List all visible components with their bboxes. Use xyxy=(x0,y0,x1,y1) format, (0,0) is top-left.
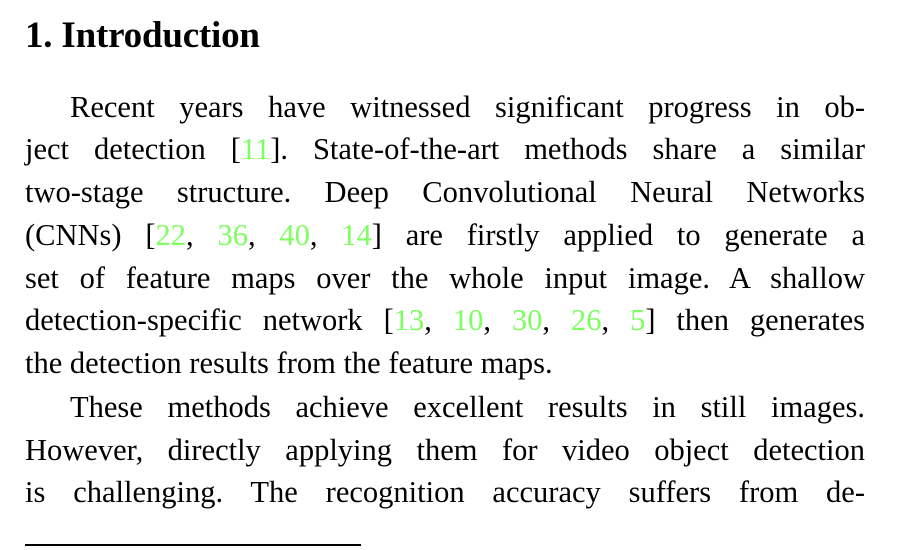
body-text: two-stage structure. Deep Convolutional … xyxy=(25,175,865,209)
section-heading: 1. Introduction xyxy=(25,15,260,56)
paragraph-1-line: two-stage structure. Deep Convolutional … xyxy=(25,175,865,210)
citation-link[interactable]: 14 xyxy=(341,218,372,252)
body-text: ] are firstly applied to generate a xyxy=(371,218,865,252)
footnote-rule xyxy=(25,544,361,546)
citation-link[interactable]: 5 xyxy=(630,303,646,337)
body-text: (CNNs) [ xyxy=(25,218,156,252)
paragraph-1-line: detection-specific network [13, 10, 30, … xyxy=(25,303,865,338)
paragraph-1-line: Recent years have witnessed significant … xyxy=(25,90,865,125)
body-text: ]. State-of-the-art methods share a simi… xyxy=(270,132,865,166)
citation-link[interactable]: 26 xyxy=(571,303,602,337)
body-text: However, directly applying them for vide… xyxy=(25,433,865,467)
paragraph-1-line: (CNNs) [22, 36, 40, 14] are firstly appl… xyxy=(25,218,865,253)
paragraph-1-line: set of feature maps over the whole input… xyxy=(25,261,865,296)
body-text: the detection results from the feature m… xyxy=(25,346,553,380)
body-text: is challenging. The recognition accuracy… xyxy=(25,475,865,509)
body-text: , xyxy=(309,218,342,252)
body-text: ject detection [ xyxy=(25,132,241,166)
body-text: These methods achieve excellent results … xyxy=(70,390,865,424)
body-text: detection-specific network [ xyxy=(25,303,394,337)
paragraph-1-line: the detection results from the feature m… xyxy=(25,346,865,381)
body-text: ] then generates xyxy=(645,303,866,337)
citation-link[interactable]: 36 xyxy=(217,218,248,252)
body-text: Recent years have witnessed significant … xyxy=(70,90,865,124)
body-text: , xyxy=(483,303,512,337)
body-text: , xyxy=(601,303,631,337)
paragraph-2-line: However, directly applying them for vide… xyxy=(25,433,865,468)
paragraph-1-line: ject detection [11]. State-of-the-art me… xyxy=(25,132,865,167)
citation-link[interactable]: 10 xyxy=(452,303,484,337)
body-text: set of feature maps over the whole input… xyxy=(25,261,865,295)
paragraph-2-line: is challenging. The recognition accuracy… xyxy=(25,475,865,510)
body-text: , xyxy=(186,218,218,252)
body-text: , xyxy=(424,303,453,337)
paragraph-2-line: These methods achieve excellent results … xyxy=(25,390,865,425)
citation-link[interactable]: 40 xyxy=(279,218,310,252)
citation-link[interactable]: 13 xyxy=(393,303,425,337)
body-text: , xyxy=(542,303,571,337)
citation-link[interactable]: 22 xyxy=(155,218,187,252)
citation-link[interactable]: 11 xyxy=(240,132,271,166)
citation-link[interactable]: 30 xyxy=(511,303,543,337)
body-text: , xyxy=(247,218,280,252)
